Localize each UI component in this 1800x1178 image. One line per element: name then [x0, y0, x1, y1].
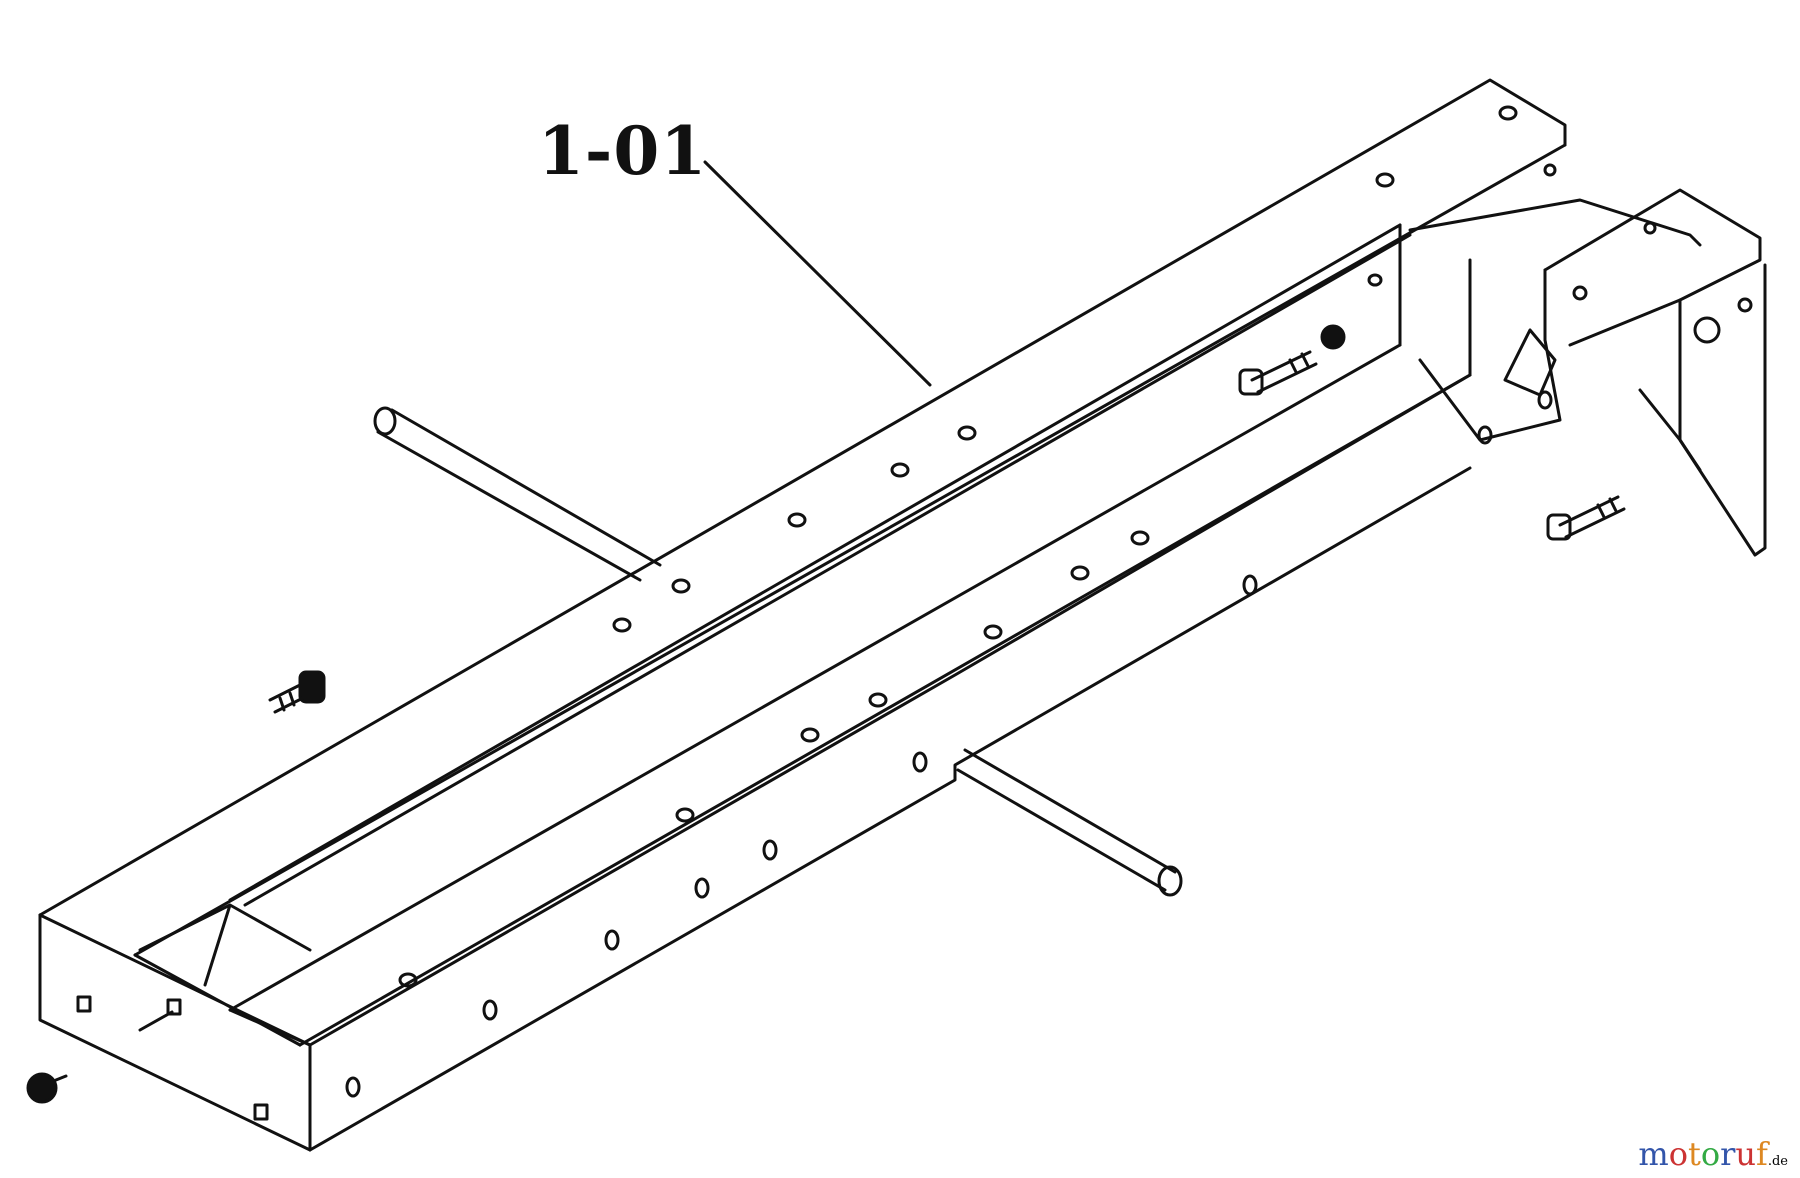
- nut-rear-upper: [1320, 324, 1346, 350]
- bolt-rear-upper: [1238, 350, 1318, 396]
- web-holes: [76, 390, 1553, 1121]
- watermark-letter: o: [1700, 1135, 1721, 1173]
- rear-axle-shaft: [373, 406, 662, 582]
- flange-holes: [612, 105, 1518, 633]
- watermark-suffix: .de: [1767, 1154, 1788, 1169]
- watermark-letter: t: [1687, 1135, 1701, 1173]
- watermark-letter: o: [1668, 1135, 1688, 1173]
- watermark-logo: motoruf.de: [1638, 1138, 1788, 1170]
- part-number-label: 1-01: [538, 112, 708, 190]
- callout-leader-line: [703, 160, 932, 387]
- watermark-letter: m: [1638, 1135, 1669, 1173]
- watermark-letter: u: [1735, 1135, 1756, 1173]
- nut-front-loose: [26, 1072, 68, 1104]
- rear-bracket: [1408, 163, 1767, 557]
- bolt-rear-lower: [1546, 495, 1626, 541]
- bolt-front-loose: [268, 670, 326, 714]
- frame-rails: [38, 78, 1567, 1152]
- front-axle-shaft: [956, 748, 1183, 897]
- carriage-bolt-front: [138, 1010, 174, 1032]
- watermark-letter: r: [1720, 1135, 1736, 1173]
- watermark-letter: f: [1756, 1135, 1768, 1173]
